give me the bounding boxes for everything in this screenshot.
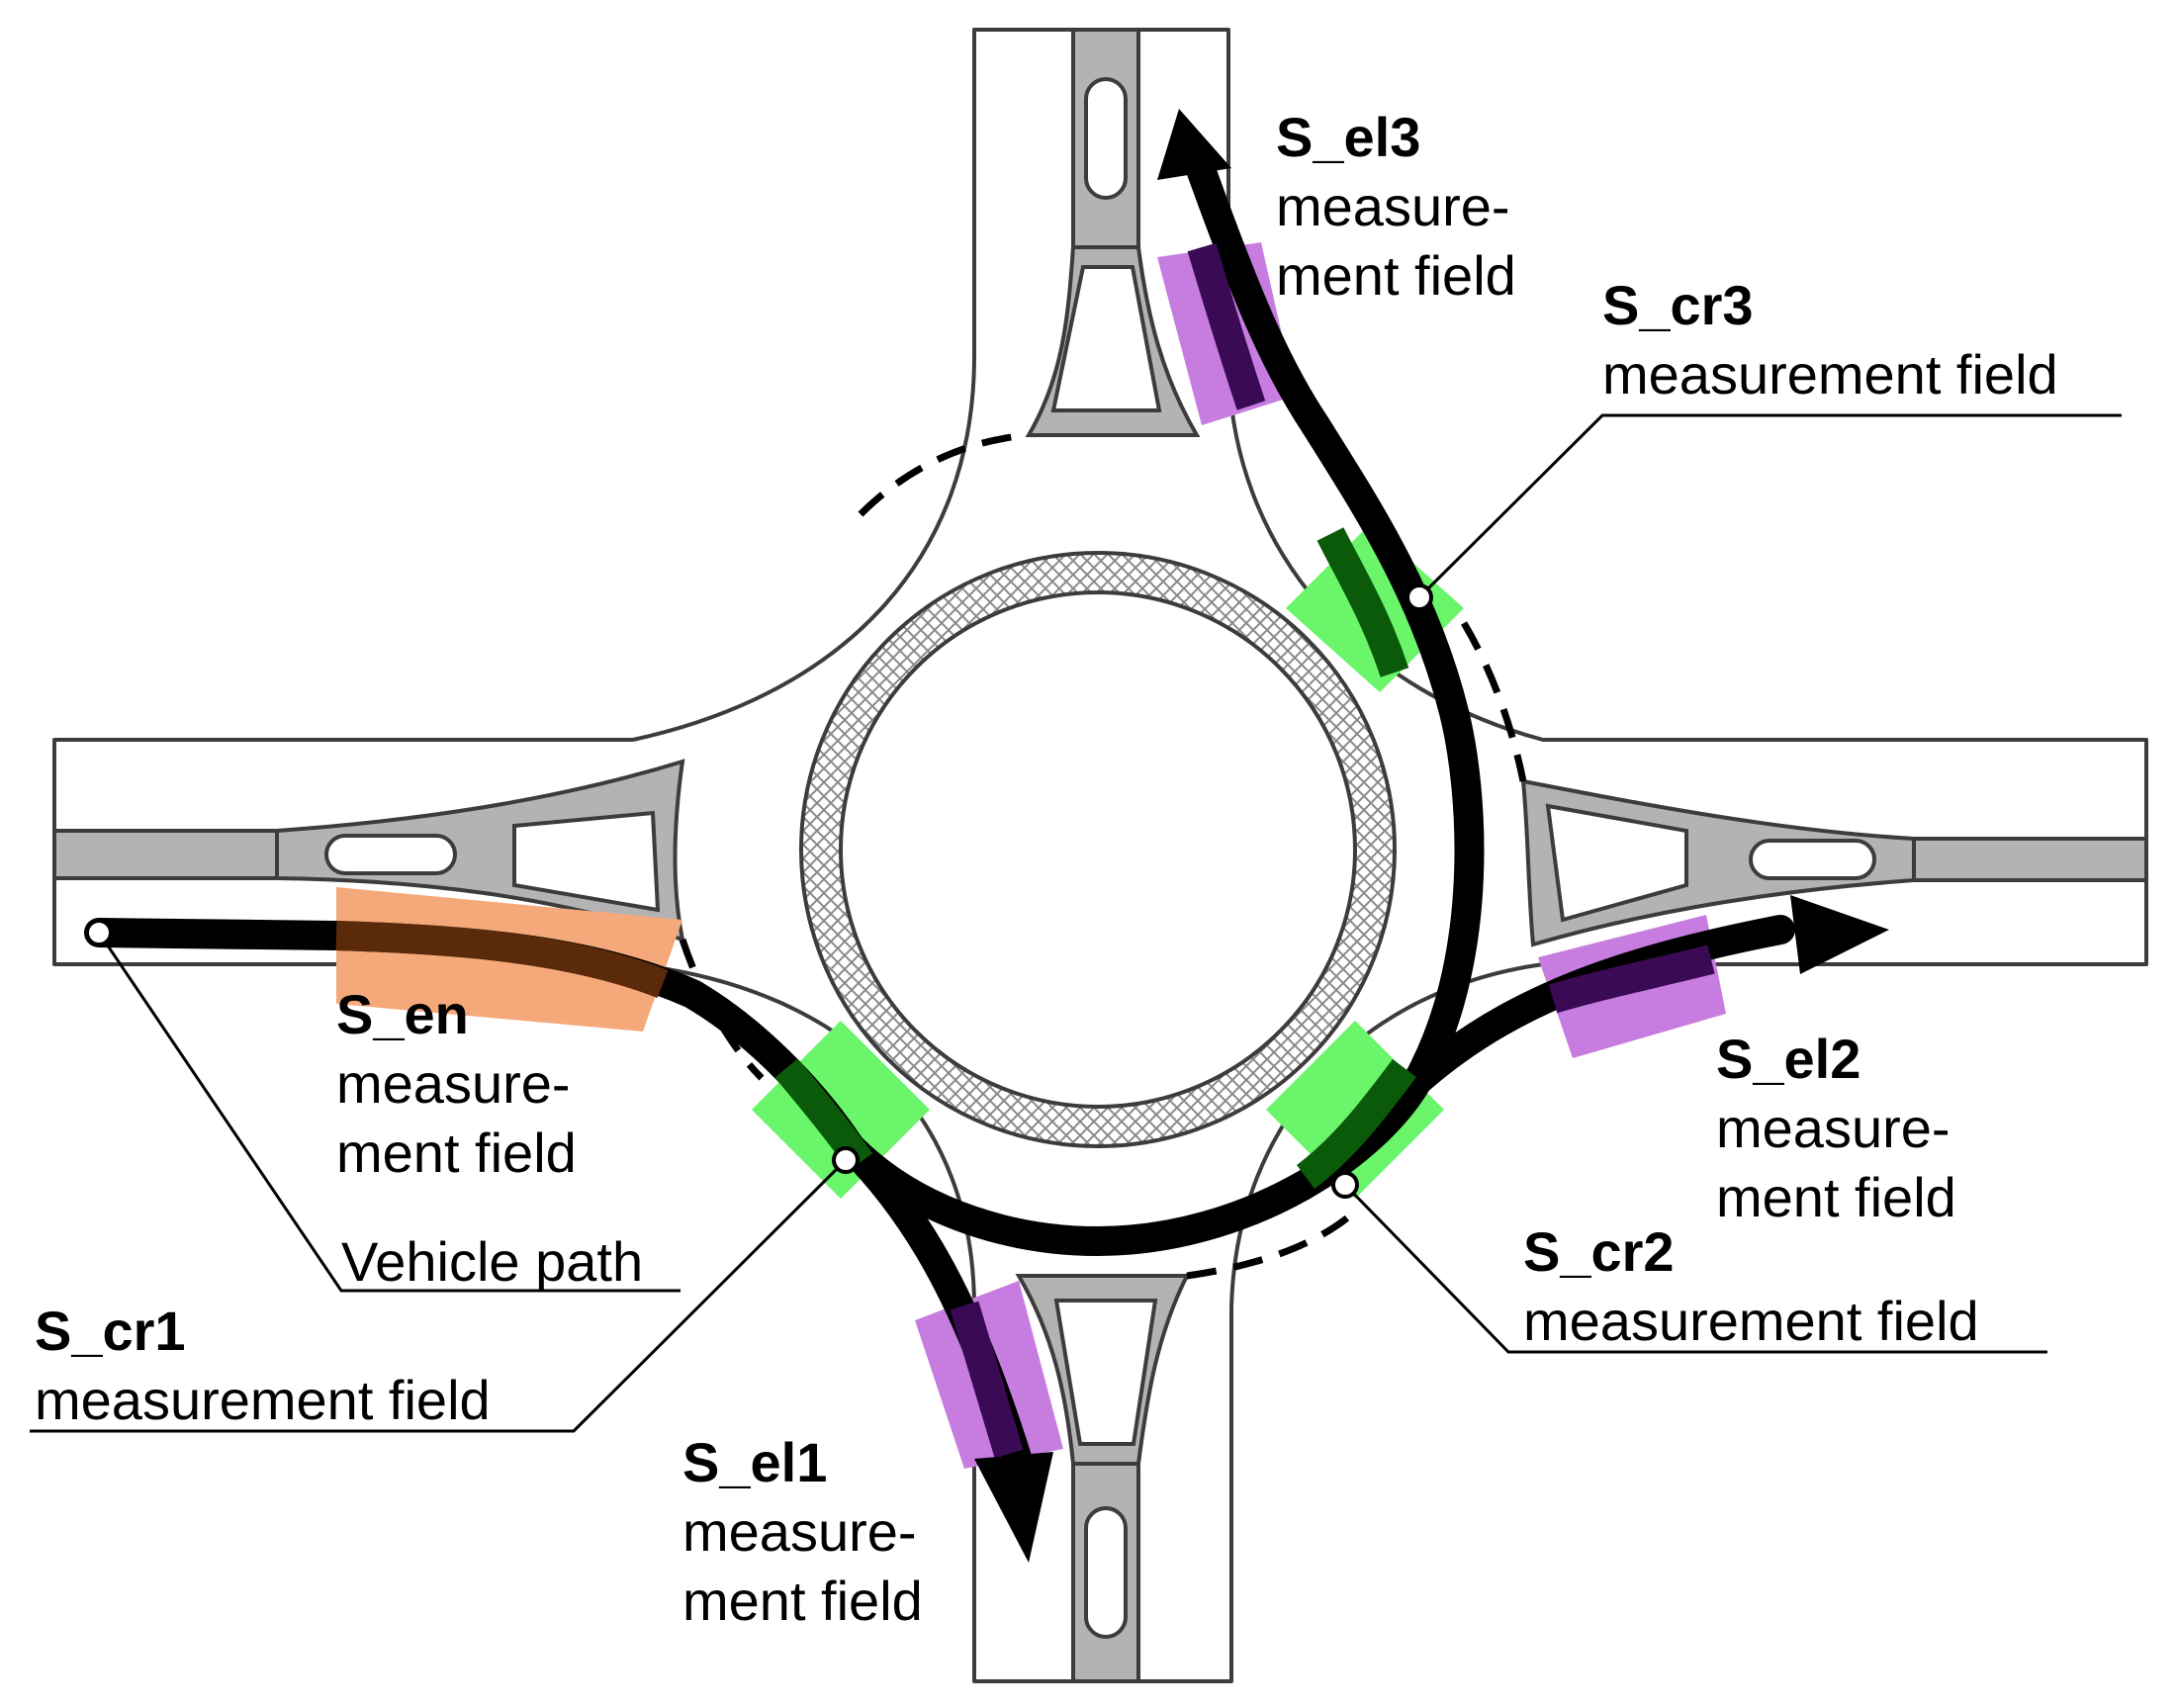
overlay-s-el1 <box>950 1301 1024 1459</box>
marker-s-cr1 <box>832 1146 860 1174</box>
overlay-s-en <box>335 921 669 998</box>
label-s-el2: S_el2 measure- ment field <box>1716 1028 1956 1228</box>
yield-lines <box>679 431 1527 1280</box>
label-s-cr2-name: S_cr2 <box>1523 1220 1675 1283</box>
yield-line-west <box>679 938 765 1081</box>
marker-circles <box>85 584 1433 1199</box>
median-east <box>1892 837 2148 882</box>
splitter-north-hole-1 <box>1084 77 1128 200</box>
label-s-cr1-name: S_cr1 <box>35 1300 186 1362</box>
leader-s-cr1 <box>30 1158 848 1433</box>
yield-line-south <box>1186 1209 1358 1280</box>
label-s-el1-line2: ment field <box>682 1570 923 1632</box>
splitter-south-hole-1 <box>1053 1299 1158 1446</box>
label-s-el3-name: S_el3 <box>1276 106 1420 168</box>
path-exit-north <box>1182 143 1330 440</box>
label-s-el3: S_el3 measure- ment field <box>1276 106 1516 307</box>
splitter-south-hole-2 <box>1084 1506 1128 1639</box>
marker-s-cr2 <box>1331 1171 1359 1199</box>
label-s-en-name: S_en <box>336 983 469 1045</box>
arrowhead-south <box>974 1452 1053 1563</box>
leader-s-cr3 <box>1417 413 2122 599</box>
median-west <box>52 829 304 880</box>
splitter-east-hole-1 <box>1545 803 1688 923</box>
splitter-island-east <box>1520 778 2148 947</box>
label-s-el1: S_el1 measure- ment field <box>682 1431 923 1632</box>
splitter-island-north <box>1025 28 1201 437</box>
leader-vehicle-path <box>97 932 680 1293</box>
label-s-el1-line1: measure- <box>682 1500 917 1563</box>
label-s-el2-line1: measure- <box>1716 1097 1950 1159</box>
label-s-cr2: S_cr2 measurement field <box>1523 1220 1979 1352</box>
splitter-island-south <box>1015 1274 1191 1683</box>
overlay-s-el3 <box>1187 242 1266 410</box>
label-s-el2-name: S_el2 <box>1716 1028 1860 1090</box>
splitter-west-hole-1 <box>324 834 457 875</box>
leader-lines <box>30 413 2122 1433</box>
arrowhead-east <box>1790 895 1889 974</box>
label-s-cr1: S_cr1 measurement field <box>35 1300 491 1431</box>
yield-line-east <box>1460 621 1527 782</box>
overlay-s-cr2 <box>1296 1058 1416 1189</box>
label-s-cr1-line1: measurement field <box>35 1369 491 1431</box>
arrowhead-north <box>1157 109 1231 180</box>
label-s-cr3: S_cr3 measurement field <box>1602 274 2058 405</box>
yield-line-north <box>858 431 1030 517</box>
overlay-s-cr3 <box>1316 527 1409 677</box>
splitter-north-hole-2 <box>1050 265 1162 412</box>
label-s-en-line2: ment field <box>336 1122 577 1184</box>
leader-s-cr2 <box>1343 1183 2047 1354</box>
label-s-cr2-line1: measurement field <box>1523 1290 1979 1352</box>
label-s-el3-line1: measure- <box>1276 175 1510 237</box>
label-s-cr3-name: S_cr3 <box>1602 274 1754 336</box>
marker-s-cr3 <box>1406 584 1433 611</box>
splitter-east-hole-2 <box>1749 839 1876 880</box>
label-s-el1-name: S_el1 <box>682 1431 827 1493</box>
marker-vehicle-path-start <box>85 919 113 946</box>
label-s-el3-line2: ment field <box>1276 244 1516 307</box>
arrowheads <box>974 109 1889 1563</box>
splitter-west-hole-2 <box>512 810 661 913</box>
splitter-island-west <box>52 759 685 944</box>
island-core <box>839 590 1357 1109</box>
label-s-el2-line2: ment field <box>1716 1166 1956 1228</box>
label-s-en-line1: measure- <box>336 1052 571 1115</box>
overlay-s-el2 <box>1548 944 1715 1014</box>
path-overlays <box>335 242 1715 1459</box>
label-s-en: S_en measure- ment field <box>336 983 577 1184</box>
label-vehicle-path: Vehicle path <box>341 1230 643 1293</box>
central-island <box>799 551 1397 1148</box>
label-s-cr3-line1: measurement field <box>1602 343 2058 405</box>
